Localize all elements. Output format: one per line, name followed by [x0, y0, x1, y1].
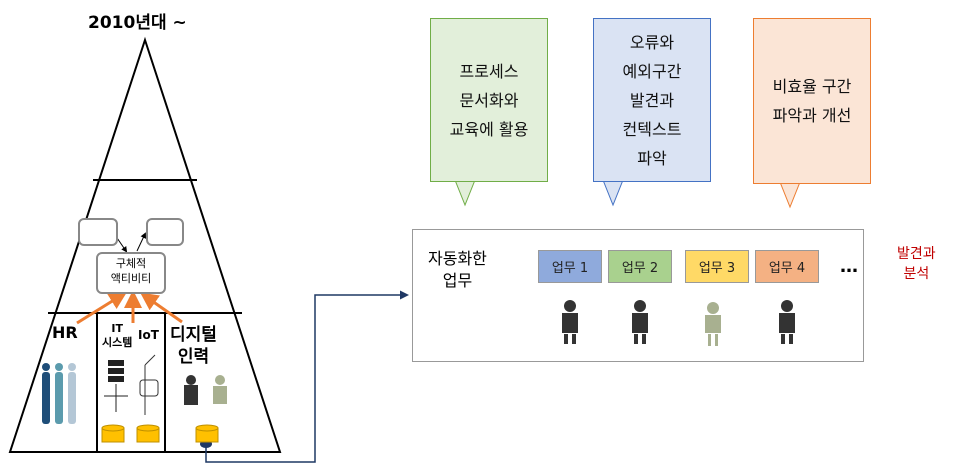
connector: [205, 290, 409, 463]
database-icons: [101, 424, 219, 443]
process-box-1: [78, 218, 118, 246]
hr-label: HR: [52, 323, 78, 342]
server-icon: [104, 360, 128, 412]
side-note: 발견과 분석: [897, 246, 936, 282]
task-2: 업무 2: [608, 250, 672, 283]
task-1: 업무 1: [538, 250, 602, 283]
callout-documentation: 프로세스 문서화와 교육에 활용: [430, 18, 548, 182]
pyramid: [8, 36, 282, 453]
more-ellipsis: …: [840, 256, 858, 277]
callout-inefficiency: 비효율 구간 파악과 개선: [753, 18, 871, 184]
callout-exceptions: 오류와 예외구간 발견과 컨텍스트 파악: [593, 18, 711, 182]
activity-box: 구체적 액티비티: [96, 252, 166, 294]
process-box-2: [146, 218, 184, 246]
callout-pointers: [454, 179, 801, 209]
digital-workforce-label: 디지털 인력: [170, 325, 217, 367]
automation-label: 자동화한 업무: [428, 249, 487, 290]
page-title: 2010년대 ~: [88, 13, 187, 33]
people-icons: [42, 363, 76, 424]
iot-robot-arm-icon: [139, 354, 159, 415]
task-3: 업무 3: [685, 250, 749, 283]
it-system-label: IT 시스템: [102, 322, 133, 349]
automation-box: [412, 229, 864, 362]
task-4: 업무 4: [755, 250, 819, 283]
robot-icons: [184, 300, 795, 405]
iot-label: IoT: [138, 328, 159, 342]
